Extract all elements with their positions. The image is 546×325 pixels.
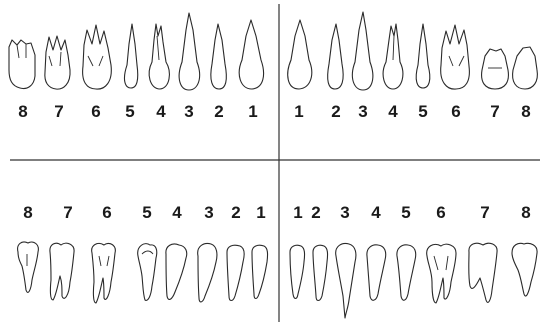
- upper-left-numbers: 8 7 6 5 4 3 2 1: [18, 102, 257, 121]
- lower-left-number: 8: [23, 203, 32, 222]
- lower-left-number: 5: [142, 203, 151, 222]
- upper-right-number: 3: [358, 102, 367, 121]
- upper-left-number: 2: [214, 102, 223, 121]
- upper-right-numbers: 1 2 3 4 5 6 7 8: [294, 102, 530, 121]
- upper-right-number: 7: [490, 102, 499, 121]
- tooth-upper-right-8: [513, 47, 538, 89]
- tooth-lower-left-1: [252, 245, 268, 298]
- upper-left-number: 3: [184, 102, 193, 121]
- tooth-lower-left-2: [227, 245, 244, 300]
- upper-right-teeth: [288, 12, 538, 90]
- tooth-upper-right-5: [416, 24, 430, 88]
- tooth-upper-left-6: [83, 25, 112, 89]
- lower-right-number: 2: [311, 203, 320, 222]
- lower-right-number: 5: [401, 203, 410, 222]
- lower-left-teeth: [18, 242, 268, 303]
- lower-left-number: 2: [231, 203, 240, 222]
- tooth-upper-right-2: [328, 24, 344, 89]
- tooth-upper-right-6: [441, 25, 470, 89]
- upper-right-number: 6: [451, 102, 460, 121]
- lower-left-number: 1: [256, 203, 265, 222]
- lower-right-number: 4: [371, 203, 381, 222]
- tooth-lower-right-6: [427, 244, 456, 303]
- upper-left-number: 4: [156, 102, 166, 121]
- tooth-upper-right-7: [482, 49, 509, 89]
- tooth-lower-left-8: [18, 242, 39, 292]
- upper-left-number: 1: [248, 102, 257, 121]
- tooth-lower-left-7: [50, 243, 74, 300]
- tooth-upper-right-4: [383, 24, 403, 89]
- lower-right-teeth: [290, 243, 537, 318]
- lower-right-numbers: 1 2 3 4 5 6 7 8: [293, 203, 530, 222]
- tooth-upper-right-1: [288, 20, 312, 89]
- tooth-lower-left-5: [138, 244, 157, 301]
- tooth-lower-left-6: [92, 243, 116, 303]
- tooth-upper-left-1: [239, 20, 263, 89]
- lower-left-number: 4: [172, 203, 182, 222]
- tooth-lower-right-1: [290, 245, 305, 298]
- tooth-upper-left-3: [179, 13, 199, 90]
- upper-right-number: 2: [331, 102, 340, 121]
- lower-left-number: 6: [102, 203, 111, 222]
- tooth-lower-right-4: [367, 245, 386, 300]
- tooth-upper-left-8: [9, 40, 35, 89]
- upper-left-number: 5: [125, 102, 134, 121]
- tooth-lower-right-7: [469, 243, 497, 302]
- lower-left-numbers: 8 7 6 5 4 3 2 1: [23, 203, 265, 222]
- tooth-upper-left-4: [149, 24, 169, 89]
- lower-right-number: 7: [480, 203, 489, 222]
- tooth-lower-right-3: [336, 244, 356, 319]
- upper-right-number: 8: [521, 102, 530, 121]
- tooth-upper-left-2: [211, 24, 227, 89]
- upper-right-number: 1: [294, 102, 303, 121]
- tooth-upper-left-5: [124, 24, 137, 88]
- upper-left-number: 7: [54, 102, 63, 121]
- tooth-lower-right-8: [512, 243, 537, 296]
- tooth-lower-left-4: [166, 244, 187, 299]
- upper-left-teeth: [9, 13, 264, 90]
- lower-right-number: 1: [293, 203, 302, 222]
- lower-left-number: 3: [204, 203, 213, 222]
- tooth-upper-left-7: [45, 36, 70, 89]
- upper-right-number: 4: [388, 102, 398, 121]
- tooth-lower-right-5: [397, 245, 416, 300]
- lower-right-number: 6: [436, 203, 445, 222]
- tooth-lower-left-3: [198, 244, 217, 302]
- upper-left-number: 8: [18, 102, 27, 121]
- upper-left-number: 6: [91, 102, 100, 121]
- tooth-upper-right-3: [352, 12, 372, 90]
- lower-right-number: 3: [340, 203, 349, 222]
- upper-right-number: 5: [418, 102, 427, 121]
- lower-left-number: 7: [63, 203, 72, 222]
- tooth-lower-right-2: [313, 245, 328, 300]
- lower-right-number: 8: [521, 203, 530, 222]
